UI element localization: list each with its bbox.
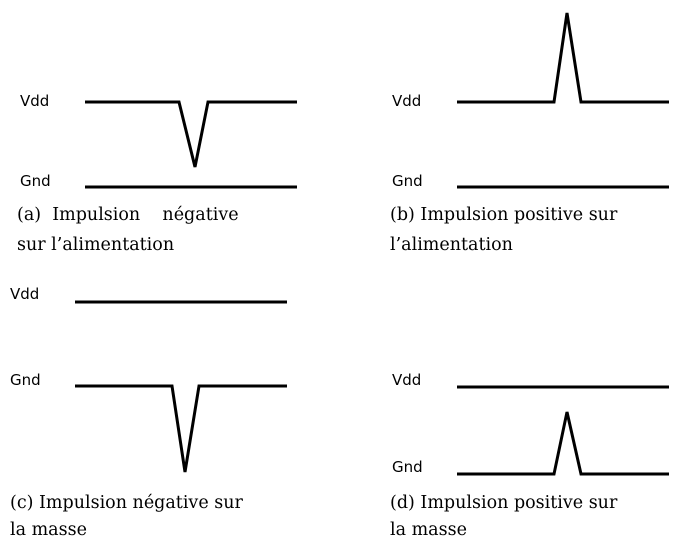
panel-d-caption-line2: la masse (390, 520, 467, 540)
panel-d-gnd-label: Gnd (392, 458, 423, 476)
panel-b-caption-line1: (b) Impulsion positive sur (390, 205, 618, 225)
panel-d-caption-line1: (d) Impulsion positive sur (390, 493, 618, 513)
panel-a-caption-line2: sur l’alimentation (17, 235, 175, 255)
panel-c-gnd-label: Gnd (10, 371, 41, 389)
panel-d-vdd-label: Vdd (392, 371, 422, 389)
panel-b-vdd-label: Vdd (392, 92, 422, 110)
panel-a-vdd-line (85, 100, 297, 168)
panel-c-gnd-line (75, 384, 287, 473)
panel-a-vdd-label: Vdd (20, 92, 50, 110)
panel-d-gnd-line (457, 411, 669, 476)
panel-a-gnd-label: Gnd (20, 172, 51, 190)
panel-a-caption-line1: (a) Impulsion négative (17, 205, 239, 225)
panel-b-vdd-line (457, 12, 669, 104)
panel-b-gnd-label: Gnd (392, 172, 423, 190)
panel-b-caption-line2: l’alimentation (390, 235, 513, 255)
panel-c-caption-line1: (c) Impulsion négative sur (10, 493, 243, 513)
panel-c-caption-line2: la masse (10, 520, 87, 540)
panel-c-vdd-label: Vdd (10, 285, 40, 303)
